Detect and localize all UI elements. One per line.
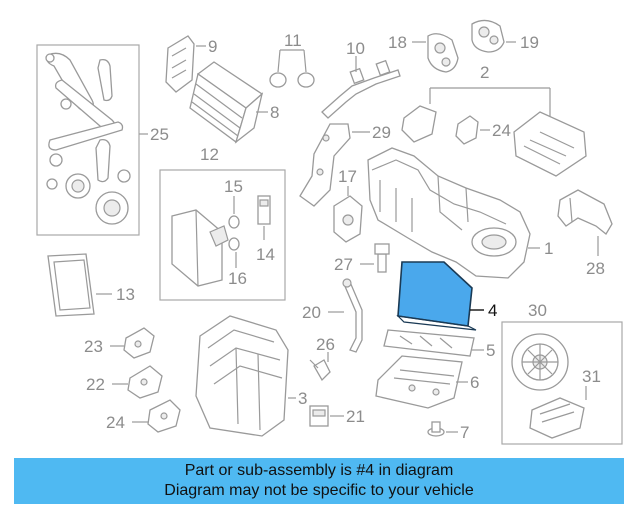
part-4-shape[interactable] <box>397 261 473 327</box>
part-24-clip-lower[interactable] <box>147 399 181 433</box>
callout-17: 17 <box>338 167 357 186</box>
callout-20: 20 <box>302 303 321 322</box>
part-15-oring[interactable] <box>228 215 240 229</box>
callout-15: 15 <box>224 177 243 196</box>
callout-24-upper: 24 <box>492 121 511 140</box>
part-20-hose[interactable] <box>342 278 363 353</box>
part-30-blower[interactable] <box>511 333 569 391</box>
part-26-pin[interactable] <box>309 359 331 382</box>
part-25-linkage[interactable] <box>45 52 131 225</box>
part-7-screw[interactable] <box>427 421 445 437</box>
callout-19: 19 <box>520 33 539 52</box>
part-14-expansion-valve[interactable] <box>257 195 271 225</box>
part-10-pipe[interactable] <box>321 59 401 119</box>
part-22-clip[interactable] <box>127 365 163 399</box>
part-6-tray[interactable] <box>375 355 463 409</box>
callout-14: 14 <box>256 245 275 264</box>
callout-28: 28 <box>586 259 605 278</box>
callout-18: 18 <box>388 33 407 52</box>
part-3-heater-unit[interactable] <box>195 315 289 437</box>
callout-30: 30 <box>528 301 547 320</box>
callout-1: 1 <box>544 239 553 258</box>
part-4-cabin-filter[interactable] <box>396 261 477 331</box>
callout-29: 29 <box>372 123 391 142</box>
callout-12: 12 <box>200 145 219 164</box>
callout-2: 2 <box>480 63 489 82</box>
group-box-12 <box>159 169 286 301</box>
part-13-filter[interactable] <box>47 253 95 317</box>
part-28-duct[interactable] <box>557 189 613 235</box>
callout-10: 10 <box>346 39 365 58</box>
part-12-evaporator[interactable] <box>171 209 229 287</box>
callout-11: 11 <box>284 31 302 50</box>
part-23-clip[interactable] <box>123 327 155 359</box>
callout-13: 13 <box>116 285 135 304</box>
part-24-clip-upper[interactable] <box>455 115 479 145</box>
callout-3: 3 <box>298 389 307 408</box>
callout-6: 6 <box>470 373 479 392</box>
part-9-bracket[interactable] <box>165 35 195 93</box>
callout-31: 31 <box>582 367 601 386</box>
part-11-clamps[interactable] <box>269 49 315 88</box>
callout-24-lower: 24 <box>106 413 125 432</box>
callout-8: 8 <box>270 103 279 122</box>
callout-7: 7 <box>460 423 469 442</box>
part-16-oring[interactable] <box>228 237 240 251</box>
banner-line-2: Diagram may not be specific to your vehi… <box>164 482 474 499</box>
part-19-grommet[interactable] <box>471 19 505 53</box>
part-2-duct-right[interactable] <box>513 111 587 177</box>
callout-9: 9 <box>208 37 217 56</box>
part-5-plate[interactable] <box>383 329 475 357</box>
parts-diagram: 25 9 8 11 10 18 1 <box>36 19 623 445</box>
group-box-25 <box>36 44 140 236</box>
callout-23: 23 <box>84 337 103 356</box>
part-29-bracket[interactable] <box>299 123 351 207</box>
part-17-actuator[interactable] <box>333 195 363 243</box>
callout-22: 22 <box>86 375 105 394</box>
part-27-sensor[interactable] <box>374 243 390 273</box>
part-2-duct-left[interactable] <box>401 105 437 143</box>
info-banner: Part or sub-assembly is #4 in diagram Di… <box>14 458 624 504</box>
part-21-connector[interactable] <box>309 405 329 427</box>
group-box-30 <box>501 321 623 445</box>
callout-25: 25 <box>150 125 169 144</box>
callout-16: 16 <box>228 269 247 288</box>
callout-27: 27 <box>334 255 353 274</box>
part-1-hvac-case[interactable] <box>367 147 531 279</box>
callout-5: 5 <box>486 341 495 360</box>
callout-26: 26 <box>316 335 335 354</box>
part-8-heater-core[interactable] <box>189 61 264 144</box>
callout-4: 4 <box>488 301 497 320</box>
callout-21: 21 <box>346 407 365 426</box>
banner-line-1: Part or sub-assembly is #4 in diagram <box>184 462 454 479</box>
part-31-resistor[interactable] <box>529 397 585 439</box>
part-18-grommet[interactable] <box>427 33 459 73</box>
